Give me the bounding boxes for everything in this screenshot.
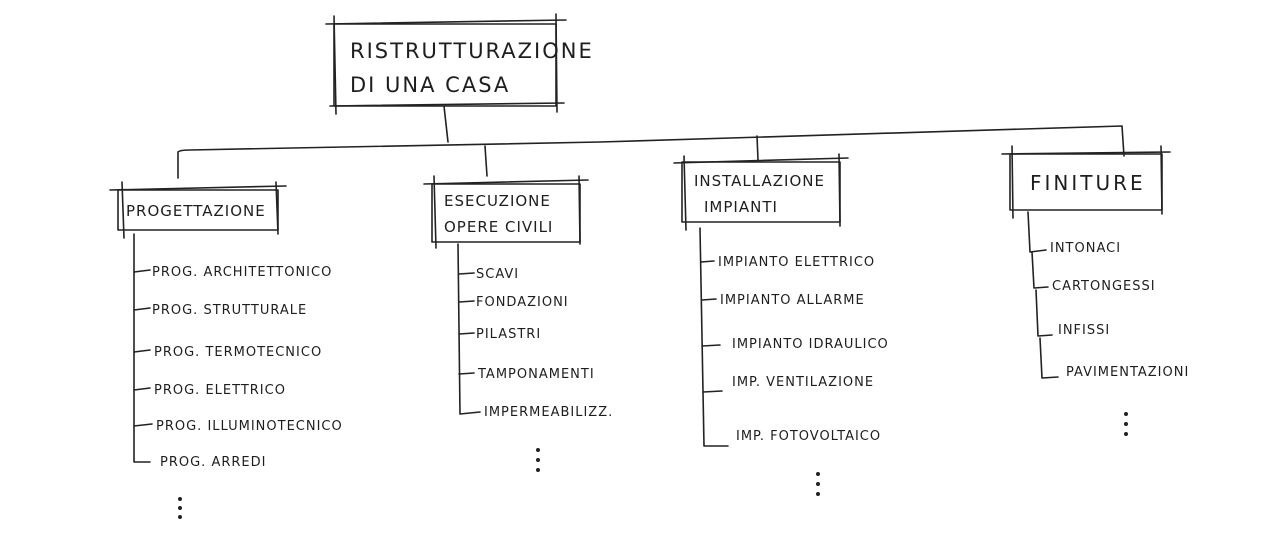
list-item: Prog. Arredi (160, 455, 266, 470)
list-item: Prog. Termotecnico (154, 345, 322, 360)
branch-title: Esecuzione (444, 192, 551, 210)
list-item: Fondazioni (476, 295, 569, 310)
list-item: Intonaci (1050, 241, 1121, 256)
branch-installazione: Installazione impianti Impianto elettric… (673, 153, 889, 496)
list-item: Imp. ventilazione (732, 375, 874, 390)
more-ellipsis (1124, 412, 1128, 436)
branch-finiture: Finiture Intonaci Cartongessi Infissi Pa… (1001, 145, 1189, 436)
more-ellipsis (536, 448, 540, 472)
root-node: Ristrutturazione di una casa (325, 13, 594, 115)
more-ellipsis (178, 497, 182, 519)
root-title-line2: di una casa (350, 73, 510, 97)
list-item: Impianto idraulico (732, 337, 889, 352)
branch-title: Finiture (1030, 171, 1146, 195)
branch-title: Opere civili (444, 218, 553, 236)
branch-progettazione: Progettazione Prog. Architettonico Prog.… (109, 181, 343, 519)
list-item: Imp. fotovoltaico (736, 429, 881, 444)
list-item: Impianto allarme (720, 293, 865, 308)
list-item: Tamponamenti (477, 367, 595, 382)
branch-title: Progettazione (126, 202, 266, 220)
connector-lines (177, 105, 1125, 179)
branch-title: Installazione (694, 172, 825, 190)
list-item: Prog. Strutturale (152, 303, 307, 318)
branch-title: impianti (704, 198, 778, 216)
list-item: Prog. Elettrico (154, 383, 286, 398)
list-item: Prog. Illuminotecnico (156, 419, 343, 434)
list-item: Cartongessi (1052, 279, 1156, 294)
list-item: Impermeabilizz. (484, 405, 613, 420)
more-ellipsis (816, 472, 820, 496)
root-title-line1: Ristrutturazione (350, 39, 594, 63)
list-item: Infissi (1058, 323, 1110, 338)
branch-esecuzione: Esecuzione Opere civili Scavi Fondazioni… (423, 175, 613, 472)
list-item: Prog. Architettonico (152, 265, 332, 280)
list-item: Pavimentazioni (1066, 365, 1189, 380)
list-item: Pilastri (476, 327, 541, 342)
list-item: Impianto elettrico (718, 255, 875, 270)
list-item: Scavi (476, 267, 519, 282)
